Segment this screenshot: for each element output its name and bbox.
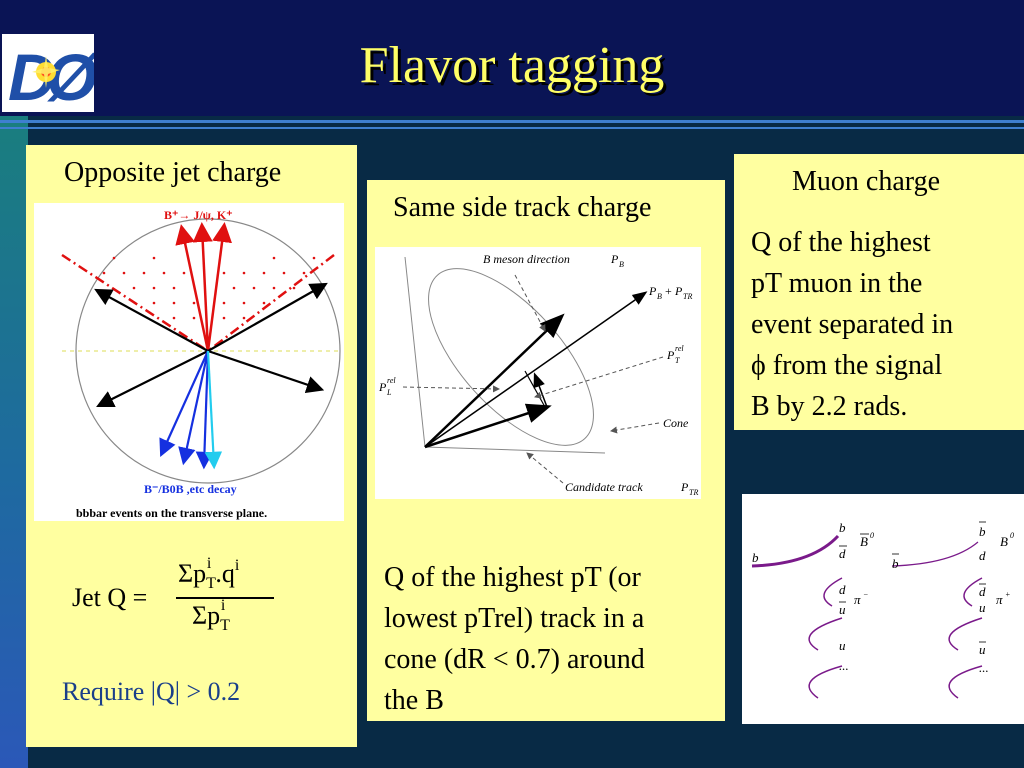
fig-bottom-label: B⁻/B0B ,etc decay xyxy=(144,482,237,496)
svg-text:P: P xyxy=(674,284,683,298)
fig-top-label: B⁺→ J/ψ, K⁺ xyxy=(164,208,233,222)
candidate-label: Candidate track xyxy=(565,480,643,494)
divider-line-2 xyxy=(0,127,1024,129)
svg-text:+: + xyxy=(665,284,672,298)
svg-text:d: d xyxy=(839,546,846,561)
cone-figure: B meson direction P B P B + P TR P rel T… xyxy=(375,247,701,499)
svg-text:u: u xyxy=(979,642,986,657)
panel-title: Opposite jet charge xyxy=(64,157,282,188)
fig-caption: bbbar events on the transverse plane. xyxy=(76,506,267,520)
svg-text:b: b xyxy=(752,550,759,565)
svg-text:L: L xyxy=(386,388,392,397)
formula-denominator: ΣpTi xyxy=(192,597,230,634)
muon-description: Q of the highest pT muon in the event se… xyxy=(751,227,954,422)
left-gradient-bar xyxy=(0,116,28,768)
svg-text:TR: TR xyxy=(689,488,698,497)
svg-text:P: P xyxy=(648,284,657,298)
svg-text:B: B xyxy=(1000,534,1008,549)
svg-text:P: P xyxy=(610,252,619,266)
svg-text:0: 0 xyxy=(870,531,874,540)
red-dots xyxy=(102,256,316,320)
svg-text:b: b xyxy=(892,556,899,571)
muon-charge-panel: Muon charge Q of the highest pT muon in … xyxy=(734,154,1024,430)
svg-text:B: B xyxy=(657,292,662,301)
formula-bar xyxy=(176,597,274,599)
cone-label: Cone xyxy=(663,416,689,430)
formula-numerator: ΣpTi.qi xyxy=(178,555,240,592)
svg-text:B: B xyxy=(619,260,624,269)
svg-text:u: u xyxy=(979,600,986,615)
svg-text:rel: rel xyxy=(675,344,684,353)
svg-text:Ø: Ø xyxy=(46,40,94,112)
svg-text:d: d xyxy=(839,582,846,597)
svg-text:u: u xyxy=(839,638,846,653)
opposite-jet-panel: Opposite jet charge xyxy=(26,145,357,747)
svg-text:...: ... xyxy=(839,658,849,673)
slide-title: Flavor tagging xyxy=(359,37,665,94)
cone-diagram: B meson direction P B P B + P TR P rel T… xyxy=(378,252,698,497)
same-side-panel: Same side track charge B meson direction… xyxy=(367,180,725,721)
svg-text:0: 0 xyxy=(1010,531,1014,540)
svg-text:b: b xyxy=(839,520,846,535)
panel-title: Same side track charge xyxy=(393,192,652,223)
svg-text:P: P xyxy=(680,480,689,494)
svg-text:TR: TR xyxy=(683,292,692,301)
same-side-description: Q of the highest pT (or lowest pTrel) tr… xyxy=(384,562,645,716)
svg-text:−: − xyxy=(863,590,868,599)
quark-fragmentation-diagram: b b d B 0 d u π − u ... b b d B 0 d u π … xyxy=(742,494,1024,724)
svg-text:T: T xyxy=(675,356,680,365)
svg-text:d: d xyxy=(979,584,986,599)
d0-logo-icon: D Ø xyxy=(2,34,100,114)
svg-text:...: ... xyxy=(979,660,989,675)
svg-text:+: + xyxy=(1005,590,1010,599)
b-meson-label: B meson direction xyxy=(483,252,570,266)
svg-text:π: π xyxy=(996,592,1003,607)
svg-text:π: π xyxy=(854,592,861,607)
requirement-text: Require |Q| > 0.2 xyxy=(62,677,241,706)
svg-text:b: b xyxy=(979,524,986,539)
title-bar xyxy=(0,0,1024,116)
transverse-plane-figure: B⁺→ J/ψ, K⁺ B⁻/B0B ,etc decay bbbar even… xyxy=(34,203,344,521)
panel-title: Muon charge xyxy=(792,166,940,197)
formula-lhs: Jet Q = xyxy=(72,583,148,612)
svg-text:rel: rel xyxy=(387,376,396,385)
divider-line xyxy=(0,120,1024,123)
svg-text:P: P xyxy=(378,380,387,394)
svg-text:u: u xyxy=(839,602,846,617)
jet-diagram: B⁺→ J/ψ, K⁺ B⁻/B0B ,etc decay bbbar even… xyxy=(61,208,341,520)
jet-charge-formula: Jet Q = ΣpTi.qi ΣpTi xyxy=(72,555,342,647)
svg-text:B: B xyxy=(860,534,868,549)
svg-text:P: P xyxy=(666,348,675,362)
svg-text:d: d xyxy=(979,548,986,563)
